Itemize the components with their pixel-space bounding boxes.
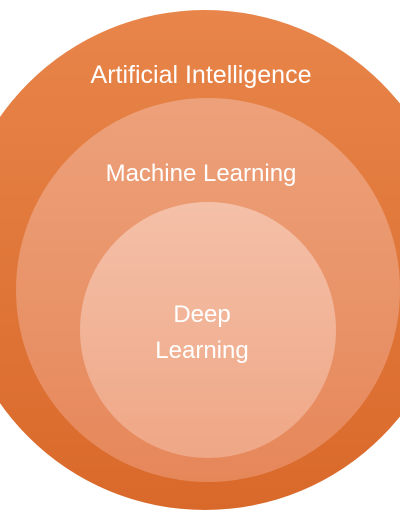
deep-learning-label-line-2: Learning	[155, 337, 248, 364]
deep-learning-circle	[80, 202, 336, 458]
deep-learning-label-line-1: Deep	[173, 301, 230, 328]
artificial-intelligence-label: Artificial Intelligence	[91, 61, 312, 89]
machine-learning-label: Machine Learning	[106, 160, 297, 187]
